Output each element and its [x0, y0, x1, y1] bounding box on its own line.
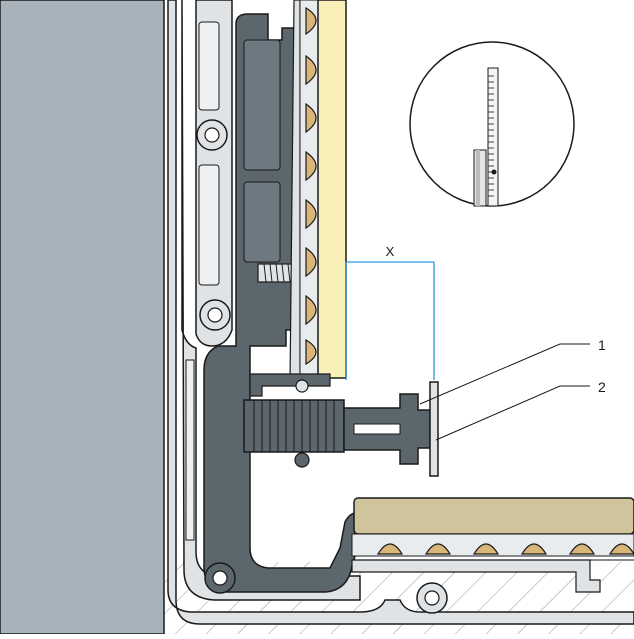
- inner-profile-rail: [181, 0, 361, 601]
- outer-profile: [167, 0, 634, 625]
- detail-scale: [487, 67, 499, 207]
- boss-hole-inner: [212, 570, 228, 586]
- vertical-panel: [317, 0, 347, 379]
- lower-clamp: [249, 373, 331, 397]
- profile-slot: [198, 164, 220, 286]
- horizontal-dowels: [376, 543, 634, 555]
- spacer-nub: [295, 379, 309, 393]
- detail-scale-ticks: [488, 75, 494, 197]
- screw-thread: [263, 263, 291, 283]
- vertical-dowels: [305, 6, 317, 366]
- dark-profile-window: [243, 181, 281, 263]
- detail-magnifier: [409, 41, 575, 207]
- horizontal-dowel-strip: [351, 533, 634, 557]
- boss-hole-inner: [207, 307, 223, 323]
- callout-2-leader: [435, 385, 590, 441]
- dimension-x: [345, 261, 435, 380]
- screw: [257, 263, 293, 283]
- boss-hole-inner: [424, 590, 440, 606]
- callout-2-label: 2: [598, 379, 606, 395]
- horizontal-board: [353, 497, 634, 535]
- callout-1-leader: [419, 343, 590, 405]
- spacer-slot: [353, 423, 401, 435]
- profile-slot: [198, 21, 220, 111]
- spacer-nub: [294, 452, 310, 468]
- detail-insert-stripe: [476, 150, 480, 206]
- dark-profile-window: [243, 39, 281, 171]
- detail-marker: [491, 169, 497, 175]
- boss-hole-inner: [204, 127, 220, 143]
- profile-slot: [185, 359, 195, 541]
- spacer-thread: [253, 400, 335, 452]
- floor-rail: [351, 559, 601, 593]
- dimension-x-label: X: [386, 244, 395, 259]
- spacer-cap: [429, 381, 439, 477]
- callout-1-label: 1: [598, 337, 606, 353]
- wall-plate: [0, 0, 165, 635]
